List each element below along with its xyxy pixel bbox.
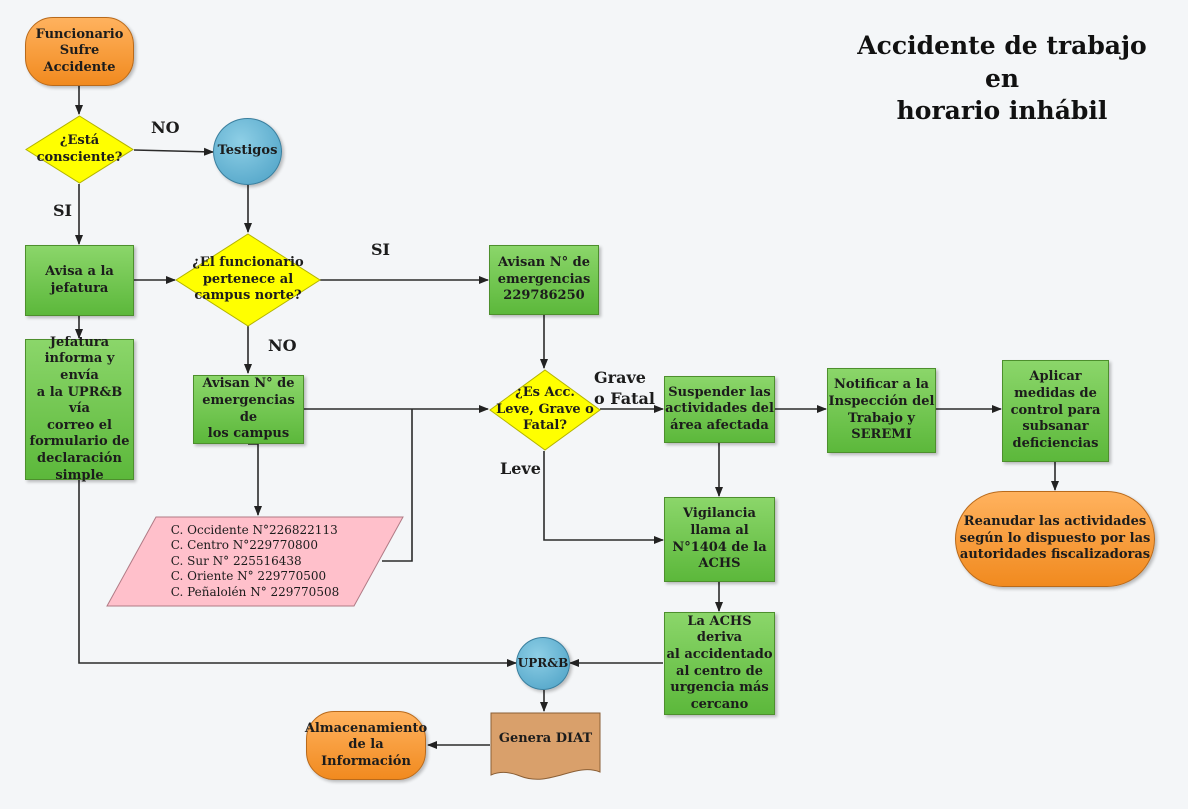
apply-measures-label: Aplicar medidas de control para subsanar…	[1010, 369, 1101, 451]
resume-terminal: Reanudar las actividades según lo dispue…	[955, 491, 1155, 587]
conscious-diamond-shape	[25, 115, 134, 184]
belongs-north-diamond-shape	[175, 233, 321, 327]
uprb-connector: UPR&B	[516, 637, 570, 690]
edge-label-leve: Leve	[500, 459, 541, 478]
edge-label-grave: Grave o Fatal	[594, 368, 655, 408]
storage-terminal-label: Almacenamiento de la Información	[304, 720, 428, 769]
notify-boss-process: Avisa a la jefatura	[25, 245, 134, 316]
apply-measures-process: Aplicar medidas de control para subsanar…	[1002, 360, 1109, 462]
emergency-number-label: Avisan N° de emergencias 229786250	[497, 255, 591, 304]
witnesses-connector: Testigos	[213, 118, 282, 185]
resume-terminal-label: Reanudar las actividades según lo dispue…	[959, 514, 1151, 563]
campus-emergency-process: Avisan N° de emergencias de los campus	[193, 375, 304, 444]
diat-document-label: Genera DIAT	[498, 731, 593, 747]
notify-inspection-process: Notificar a la Inspección del Trabajo y …	[827, 368, 936, 453]
suspend-label: Suspender las actividades del área afect…	[665, 384, 774, 433]
achs-refers-process: La ACHS deriva al accidentado al centro …	[664, 612, 775, 715]
edge-label-no-north: NO	[268, 336, 297, 355]
storage-terminal: Almacenamiento de la Información	[304, 711, 428, 780]
severity-diamond-shape	[489, 369, 601, 451]
edge-list-to-flow	[382, 409, 413, 562]
diagram-title: Accidente de trabajo en horario inhábil	[857, 31, 1147, 125]
start-terminal-label: Funcionario Sufre Accidente	[35, 26, 124, 75]
belongs-north-decision-label: ¿El funcionario pertenece al campus nort…	[192, 255, 304, 304]
campus-list-data: C. Occidente N°226822113 C. Centro N°229…	[106, 516, 404, 607]
campus-list-parallelogram-shape	[106, 516, 404, 607]
diat-document-shape	[490, 712, 601, 780]
conscious-decision: ¿Está consciente?	[25, 115, 134, 184]
edge-label-no-conscious: NO	[151, 118, 180, 137]
campus-list-label: C. Occidente N°226822113 C. Centro N°229…	[170, 522, 340, 599]
boss-form-process: Jefatura informa y envía a la UPR&B vía …	[25, 335, 134, 483]
edge-conscious-no	[133, 147, 214, 156]
edge-campus-to-list	[248, 443, 262, 516]
edge-severity-leve	[543, 451, 664, 544]
campus-emergency-label: Avisan N° de emergencias de los campus	[202, 376, 295, 442]
start-terminal: Funcionario Sufre Accidente	[25, 17, 134, 86]
emergency-number-process: Avisan N° de emergencias 229786250	[489, 245, 599, 315]
edge-label-si-north: SI	[371, 240, 391, 259]
boss-form-label: Jefatura informa y envía a la UPR&B vía …	[29, 334, 130, 483]
belongs-north-decision: ¿El funcionario pertenece al campus nort…	[175, 233, 321, 327]
edge-label-si-conscious: SI	[53, 201, 73, 220]
edge-form-to-uprb	[78, 480, 517, 667]
achs-refers-label: La ACHS deriva al accidentado al centro …	[666, 613, 773, 712]
severity-decision: ¿Es Acc. Leve, Grave o Fatal?	[489, 369, 601, 451]
security-calls-process: Vigilancia llama al N°1404 de la ACHS	[664, 497, 775, 582]
severity-decision-label: ¿Es Acc. Leve, Grave o Fatal?	[496, 385, 594, 434]
notify-boss-label: Avisa a la jefatura	[45, 263, 114, 296]
suspend-process: Suspender las actividades del área afect…	[664, 376, 775, 443]
conscious-decision-label: ¿Está consciente?	[36, 132, 123, 165]
notify-inspection-label: Notificar a la Inspección del Trabajo y …	[828, 377, 935, 443]
witnesses-connector-label: Testigos	[217, 143, 278, 159]
security-calls-label: Vigilancia llama al N°1404 de la ACHS	[672, 506, 767, 572]
uprb-connector-label: UPR&B	[517, 655, 569, 670]
diat-document: Genera DIAT	[490, 712, 601, 781]
